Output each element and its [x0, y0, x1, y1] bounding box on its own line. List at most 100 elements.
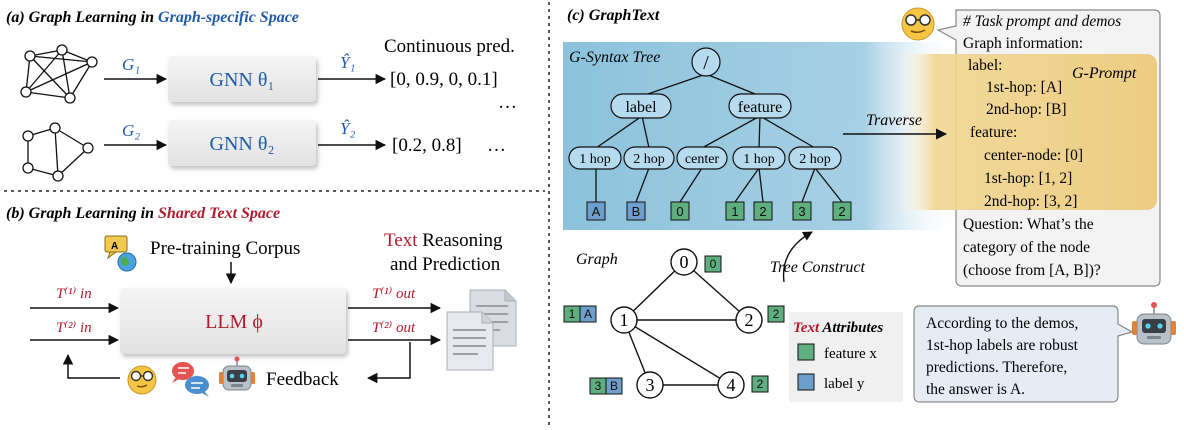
pred-2-value: [0.2, 0.8] [392, 135, 462, 156]
graph-node-text: 0 [680, 252, 689, 272]
graph-edges [623, 261, 750, 386]
graph-2-icon [22, 122, 94, 182]
ellipsis-1: … [498, 92, 517, 113]
prompt-line-11: category of the node [963, 239, 1090, 256]
node-tag-text: 0 [710, 257, 717, 271]
tree-hop-node [676, 146, 728, 170]
feedback-arrow-out [62, 353, 120, 379]
tree-hop-node [732, 146, 786, 170]
prompt-line-3: label: [968, 57, 1002, 74]
leaf-box [626, 201, 646, 221]
prompt-line-2: Graph information: [963, 35, 1083, 52]
node-tags: 0 1 A 2 3 B 2 [563, 255, 785, 395]
tree-hop-node [623, 146, 675, 170]
pred-1-value: [0, 0.9, 0, 0.1] [390, 69, 498, 90]
tree-construct-arrow [782, 231, 813, 283]
leaf-box [670, 201, 690, 221]
tree-hop-text: 1 hop [743, 152, 775, 167]
legend-feature-label: feature x [824, 346, 877, 362]
svg-text:A: A [111, 241, 118, 252]
node-tag-text: A [584, 307, 592, 321]
node-tag [751, 375, 769, 393]
answer-line-3: predictions. Therefore, [926, 359, 1067, 376]
llm-label: LLM ϕ [205, 311, 263, 333]
answer-line-1: According to the demos, [926, 315, 1078, 332]
tree-feature-text: feature [738, 99, 782, 116]
node-tag [579, 305, 597, 323]
leaf-text: A [592, 204, 601, 219]
tree-hop-text: 1 hop [579, 152, 611, 167]
leaf-box [753, 201, 773, 221]
tree-label-text: label [625, 99, 657, 116]
graph-node [717, 371, 745, 399]
leaf-text: 3 [798, 204, 805, 219]
pretraining-corpus-label: Pre-training Corpus [150, 238, 300, 259]
answer-line-2: 1st-hop labels are robust [926, 337, 1079, 354]
graph-node-text: 1 [620, 310, 629, 330]
prompt-line-10: Question: What’s the [963, 216, 1094, 233]
graph-nodes [610, 248, 763, 399]
robot-icon [219, 356, 255, 391]
answer-line-4: the answer is A. [926, 381, 1025, 398]
node-tag [767, 305, 785, 323]
t-in-2-label: T⁽²⁾ in [56, 319, 92, 336]
prompt-line-7: center-node: [0] [984, 147, 1083, 164]
chat-bubbles-icon [172, 362, 209, 397]
prompt-thinking-face-icon [901, 7, 935, 41]
text-reasoning-label: Text Reasoning [384, 230, 503, 251]
node-tag [704, 255, 722, 273]
graph-node [610, 306, 638, 334]
graph-node-text: 4 [727, 375, 736, 395]
answer-text: According to the demos, 1st-hop labels a… [926, 315, 1079, 398]
g-prompt-label: G-Prompt [1072, 65, 1137, 82]
tree-hop-text: center [685, 152, 720, 167]
panel-c-title: (c) GraphText [567, 7, 660, 24]
tree-hop-node [788, 146, 842, 170]
answer-robot-icon [1132, 302, 1176, 345]
panel-a-title: (a) Graph Learning in Graph-specific Spa… [6, 9, 299, 26]
graph-node-text: 3 [646, 375, 655, 395]
leaf-box [586, 201, 606, 221]
prompt-line-1: # Task prompt and demos [963, 13, 1121, 30]
node-tag-text: B [610, 379, 618, 393]
corpus-icon: A [104, 235, 137, 272]
tree-nodes [568, 47, 842, 170]
gnn-model-1: GNN θ₁ [210, 69, 275, 91]
leaf-text: 1 [731, 204, 738, 219]
graph-1-icon [20, 44, 98, 104]
prompt-line-4: 1st-hop: [A] [986, 79, 1062, 96]
node-tag-text: 3 [595, 379, 602, 393]
prompt-line-6: feature: [970, 124, 1017, 141]
legend-swatch-feature [797, 343, 815, 361]
thinking-face-icon [127, 365, 157, 395]
prediction-label: and Prediction [390, 254, 501, 275]
gnn-box-2 [168, 120, 316, 166]
t-out-2-label: T⁽²⁾ out [372, 319, 416, 336]
prompt-line-8: 1st-hop: [1, 2] [984, 170, 1072, 187]
legend-title: Text Attributes [793, 320, 883, 336]
traverse-label: Traverse [866, 112, 922, 129]
legend-label-label: label y [824, 376, 865, 392]
graph-node [735, 306, 763, 334]
legend-swatch-label [797, 373, 815, 391]
gnn-model-2: GNN θ₂ [210, 133, 275, 155]
tree-hop-text: 2 hop [633, 152, 665, 167]
tree-hop-text: 2 hop [799, 152, 831, 167]
feedback-arrow-in [366, 342, 411, 384]
node-tag-text: 2 [773, 307, 780, 321]
graph-node [670, 248, 698, 276]
leaf-text: 2 [838, 204, 845, 219]
node-tag-text: 1 [569, 307, 576, 321]
prompt-text: # Task prompt and demos Graph informatio… [963, 13, 1121, 279]
graph-node-text: 2 [745, 310, 754, 330]
syntax-tree-label: G-Syntax Tree [569, 49, 660, 66]
leaf-box [832, 201, 852, 221]
input-g1-label: G₁ [122, 55, 140, 74]
continuous-pred-header: Continuous pred. [384, 36, 515, 57]
prompt-line-12: (choose from [A, B])? [963, 262, 1101, 279]
graph-label: Graph [576, 251, 618, 268]
tree-construct-label: Tree Construct [770, 259, 866, 276]
t-in-1-label: T⁽¹⁾ in [56, 285, 92, 302]
t-out-1-label: T⁽¹⁾ out [372, 285, 416, 302]
tree-leaves: A B 0 1 2 3 2 [586, 201, 852, 221]
